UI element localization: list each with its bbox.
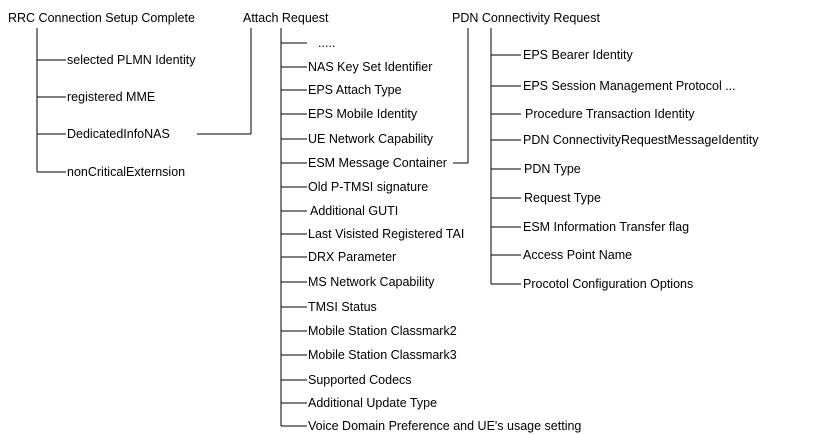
- attach-item: EPS Attach Type: [308, 83, 402, 97]
- pdn-item: EPS Session Management Protocol ...: [523, 79, 736, 93]
- attach-item: UE Network Capability: [308, 132, 434, 146]
- pdn-item: PDN Type: [524, 162, 581, 176]
- pdn-item: Access Point Name: [523, 248, 632, 262]
- attach-item: EPS Mobile Identity: [308, 107, 418, 121]
- attach-item: Mobile Station Classmark3: [308, 348, 457, 362]
- attach-item: Mobile Station Classmark2: [308, 324, 457, 338]
- attach-item: Supported Codecs: [308, 373, 412, 387]
- attach-item: .....: [318, 36, 335, 50]
- attach-item: MS Network Capability: [308, 275, 435, 289]
- attach-item: Old P-TMSI signature: [308, 180, 428, 194]
- pdn-item: Request Type: [524, 191, 601, 205]
- attach-item: NAS Key Set Identifier: [308, 60, 432, 74]
- attach-item: TMSI Status: [308, 300, 377, 314]
- pdn-title: PDN Connectivity Request: [452, 11, 601, 25]
- attach-title: Attach Request: [243, 11, 329, 25]
- pdn-item: ESM Information Transfer flag: [523, 220, 689, 234]
- attach-item: DRX Parameter: [308, 250, 396, 264]
- rrc-title: RRC Connection Setup Complete: [8, 11, 195, 25]
- rrc-item: selected PLMN Identity: [67, 53, 196, 67]
- pdn-item: EPS Bearer Identity: [523, 48, 634, 62]
- attach-item: Voice Domain Preference and UE's usage s…: [308, 419, 581, 433]
- rrc-item: nonCriticalExternsion: [67, 165, 185, 179]
- attach-item: Last Visisted Registered TAI: [308, 227, 464, 241]
- rrc-item: DedicatedInfoNAS: [67, 127, 170, 141]
- pdn-item: Procotol Configuration Options: [523, 277, 693, 291]
- rrc-item: registered MME: [67, 90, 155, 104]
- attach-item: ESM Message Container: [308, 156, 447, 170]
- attach-item: Additional GUTI: [310, 204, 398, 218]
- attach-item: Additional Update Type: [308, 396, 437, 410]
- pdn-item: Procedure Transaction Identity: [525, 107, 695, 121]
- pdn-item: PDN ConnectivityRequestMessageIdentity: [523, 133, 759, 147]
